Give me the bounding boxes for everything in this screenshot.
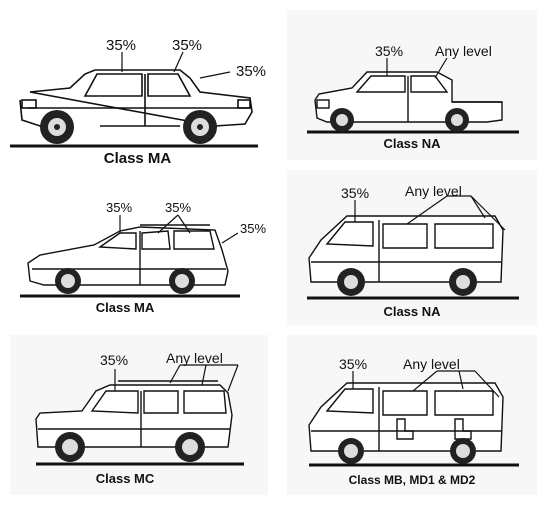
tint-label-rear: Any level	[166, 350, 223, 366]
suv-illustration: 35% Any level	[35, 350, 244, 466]
tint-label-rear: Any level	[405, 183, 462, 199]
panel-caption: Class NA	[383, 304, 441, 319]
panel-minibus: 35% Any level Class MB, MD1 & MD2	[287, 335, 537, 495]
wheel-icon	[175, 432, 205, 462]
tint-label-rear: 35%	[240, 221, 266, 236]
tint-label-front: 35%	[375, 43, 403, 59]
tint-label-rear: Any level	[435, 43, 492, 59]
wheel-icon	[445, 108, 469, 132]
wheel-icon	[337, 268, 365, 296]
panel-caption: Class MB, MD1 & MD2	[348, 473, 476, 487]
wheel-icon	[40, 110, 74, 144]
pickup-illustration: 35% Any level	[307, 43, 519, 134]
tint-label-front: 35%	[100, 352, 128, 368]
panel-caption: Class MC	[95, 471, 155, 486]
panel-caption: Class NA	[383, 136, 441, 151]
wheel-icon	[183, 110, 217, 144]
wagon-illustration: 35% 35% 35%	[20, 200, 266, 298]
panel-suv: 35% Any level Class MC	[10, 335, 268, 495]
wheel-icon	[450, 438, 476, 464]
tint-label-rear: 35%	[236, 63, 266, 80]
tint-label-rear-side: 35%	[172, 37, 202, 54]
tint-label-front: 35%	[106, 37, 136, 54]
panel-wagon: 35% 35% 35% Class MA	[0, 175, 275, 330]
tint-label-front: 35%	[341, 185, 369, 201]
panel-sedan: 35% 35% 35% Class MA	[0, 0, 275, 175]
wheel-icon	[169, 268, 195, 294]
tint-label-rear: Any level	[403, 356, 460, 372]
minibus-illustration: 35% Any level	[308, 356, 519, 467]
wheel-icon	[55, 432, 85, 462]
wheel-icon	[449, 268, 477, 296]
panel-caption: Class MA	[95, 300, 155, 315]
panel-caption: Class MA	[103, 150, 172, 167]
panel-pickup: 35% Any level Class NA	[287, 10, 537, 160]
wheel-icon	[338, 438, 364, 464]
panel-van: 35% Any level Class NA	[287, 170, 537, 325]
tint-label-front: 35%	[339, 356, 367, 372]
van-illustration: 35% Any level	[307, 183, 519, 300]
sedan-illustration: 35% 35% 35%	[10, 37, 266, 148]
tint-label-rear-side: 35%	[165, 200, 191, 215]
wheel-icon	[330, 108, 354, 132]
tint-label-front: 35%	[106, 200, 132, 215]
wheel-icon	[55, 268, 81, 294]
